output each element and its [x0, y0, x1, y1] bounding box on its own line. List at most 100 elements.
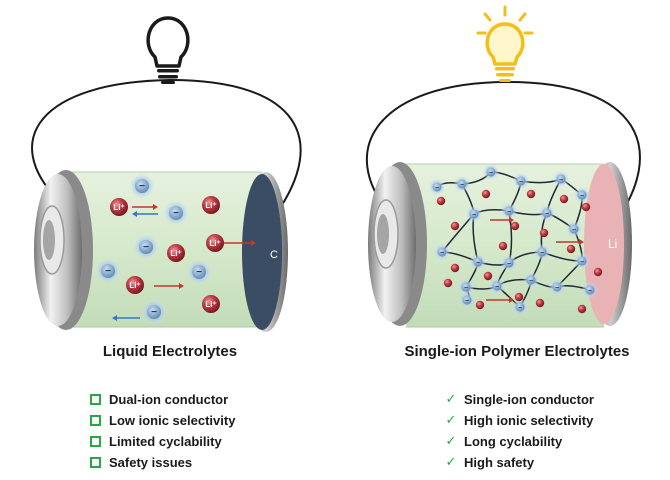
right-ions: −−−−−−−−−−−−−−−−−−−−−−	[428, 163, 603, 316]
anion-label: −	[460, 182, 464, 189]
anion	[473, 257, 483, 267]
anion	[139, 240, 153, 254]
list-item: ✓High safety	[444, 452, 594, 473]
right-battery-cap	[368, 162, 427, 326]
feature-label: Limited cyclability	[109, 434, 222, 449]
anion-label: −	[529, 278, 533, 285]
anion	[577, 190, 587, 200]
left-battery-cap	[34, 170, 93, 330]
liquid-features-list: Dual-ion conductor Low ionic selectivity…	[90, 389, 235, 473]
lithium-cation	[450, 221, 460, 231]
cation-label: Li⁺	[129, 281, 140, 290]
lithium-cation	[559, 194, 569, 204]
anion	[537, 247, 547, 257]
anion-label: −	[196, 267, 202, 278]
anion	[556, 174, 566, 184]
feature-label: High safety	[464, 455, 535, 470]
anion	[169, 206, 183, 220]
lithium-cation	[498, 241, 508, 251]
lithium-cation	[535, 298, 545, 308]
anion	[461, 282, 471, 292]
cation-arrow-head	[153, 204, 158, 210]
lithium-cation	[450, 263, 460, 273]
polymer-electrolytes-title: Single-ion Polymer Electrolytes	[404, 343, 630, 360]
anion	[552, 282, 562, 292]
feature-label: Safety issues	[109, 455, 193, 470]
anion	[101, 264, 115, 278]
anion-label: −	[139, 181, 145, 192]
cation-arrow-head	[251, 240, 256, 246]
cation-label: Li⁺	[209, 239, 220, 248]
cation-arrow-head	[509, 297, 514, 303]
list-item: Safety issues	[90, 452, 235, 473]
anion	[504, 258, 514, 268]
left-cathode-disk	[242, 174, 282, 330]
list-item: ✓High ionic selectivity	[444, 410, 594, 431]
anion-label: −	[518, 305, 522, 312]
anion-label: −	[440, 250, 444, 257]
lithium-cation	[126, 276, 144, 294]
lithium-cation	[481, 189, 491, 199]
lithium-cation	[566, 244, 576, 254]
anion-label: −	[545, 211, 549, 218]
feature-label: Long cyclability	[464, 434, 563, 449]
lightbulb-on-icon	[476, 5, 534, 82]
lithium-cation	[577, 304, 587, 314]
polymer-features-list: ✓Single-ion conductor ✓High ionic select…	[444, 389, 594, 473]
lithium-cation	[436, 196, 446, 206]
cation-label: Li⁺	[170, 249, 181, 258]
anion-label: −	[519, 179, 523, 186]
square-bullet-icon	[90, 457, 101, 468]
list-item: Low ionic selectivity	[90, 410, 235, 431]
anion	[504, 206, 514, 216]
anion-label: −	[572, 227, 576, 234]
feature-label: Dual-ion conductor	[109, 392, 229, 407]
lithium-cation	[593, 267, 603, 277]
left-circuit-wire	[31, 78, 302, 215]
anion-label: −	[435, 185, 439, 192]
anion-label: −	[495, 284, 499, 291]
list-item: ✓Long cyclability	[444, 431, 594, 452]
anion	[542, 208, 552, 218]
anion	[462, 295, 472, 305]
anion	[516, 176, 526, 186]
anion	[515, 302, 525, 312]
anion	[585, 285, 595, 295]
anion-label: −	[143, 242, 149, 253]
anion	[437, 247, 447, 257]
square-bullet-icon	[90, 394, 101, 405]
list-item: Limited cyclability	[90, 431, 235, 452]
lithium-cation	[167, 244, 185, 262]
anion-arrow-head	[132, 211, 137, 217]
lithium-cation	[202, 196, 220, 214]
left-ions: −−−−−−Li⁺Li⁺Li⁺Li⁺Li⁺Li⁺	[94, 172, 256, 326]
list-item: ✓Single-ion conductor	[444, 389, 594, 410]
lithium-cation	[475, 300, 485, 310]
lithium-cation	[514, 292, 524, 302]
anion-label: −	[580, 193, 584, 200]
anion-label: −	[559, 177, 563, 184]
right-battery: −−−−−−−−−−−−−−−−−−−−−− Li	[365, 5, 641, 328]
feature-label: High ionic selectivity	[464, 413, 594, 428]
anion-label: −	[105, 266, 111, 277]
anion	[432, 182, 442, 192]
anion	[192, 265, 206, 279]
anion	[569, 224, 579, 234]
square-bullet-icon	[90, 415, 101, 426]
anion	[135, 179, 149, 193]
lithium-cation	[510, 221, 520, 231]
anion	[469, 209, 479, 219]
feature-label: Low ionic selectivity	[109, 413, 236, 428]
lithium-cation	[443, 278, 453, 288]
cation-arrow-head	[179, 283, 184, 289]
left-electrolyte	[72, 172, 262, 327]
cation-arrow-head	[579, 239, 584, 245]
anion	[526, 275, 536, 285]
lithium-cation	[202, 295, 220, 313]
anion-arrow-head	[112, 315, 117, 321]
lithium-cation	[539, 228, 549, 238]
anion	[457, 179, 467, 189]
anion	[486, 167, 496, 177]
cation-label: Li⁺	[205, 201, 216, 210]
